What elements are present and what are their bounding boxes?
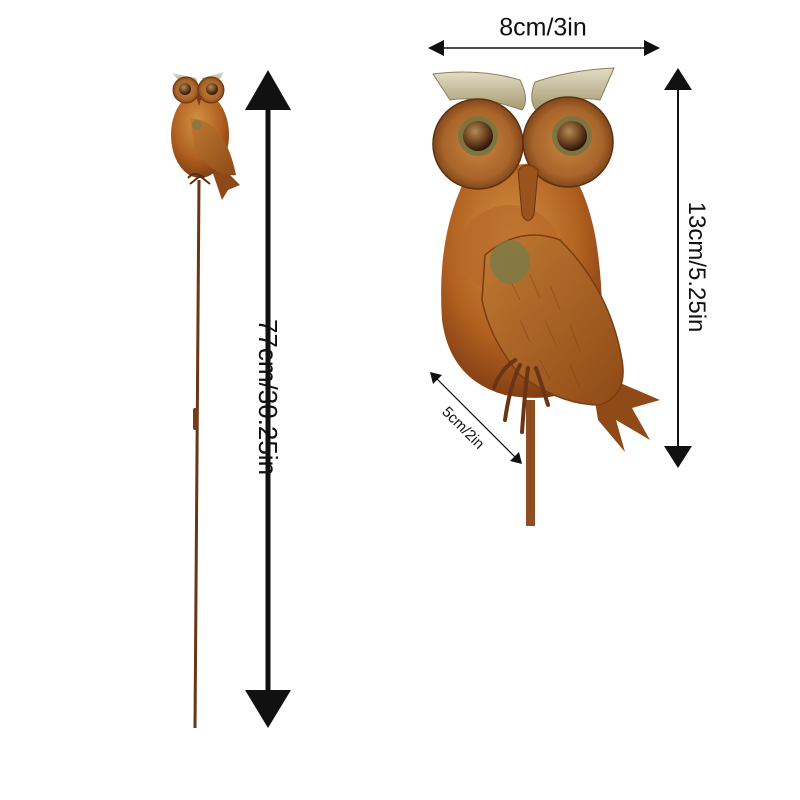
small-owl-stake bbox=[171, 72, 240, 729]
wing-width-arrow-line bbox=[435, 377, 517, 459]
total-height-arrow-bottom bbox=[245, 690, 291, 728]
large-owl-feet bbox=[492, 358, 550, 434]
patina-spot bbox=[490, 240, 530, 284]
large-owl-beak bbox=[517, 164, 539, 221]
stake-joint bbox=[193, 408, 198, 430]
wing-texture bbox=[509, 274, 581, 389]
owl-height-label: 13cm/5.25in bbox=[683, 201, 710, 333]
stake-rod bbox=[193, 179, 201, 729]
owl-width-label: 8cm/3in bbox=[499, 13, 587, 42]
small-owl-wing bbox=[190, 118, 236, 176]
pupil-right bbox=[557, 121, 587, 151]
pupil-left bbox=[463, 121, 493, 151]
large-owl bbox=[432, 67, 660, 526]
dimension-arrows bbox=[245, 40, 692, 728]
total-height-arrow-top bbox=[245, 70, 291, 110]
total-height-label: 77cm/30.25in bbox=[253, 318, 283, 476]
large-owl-stake bbox=[526, 400, 535, 526]
